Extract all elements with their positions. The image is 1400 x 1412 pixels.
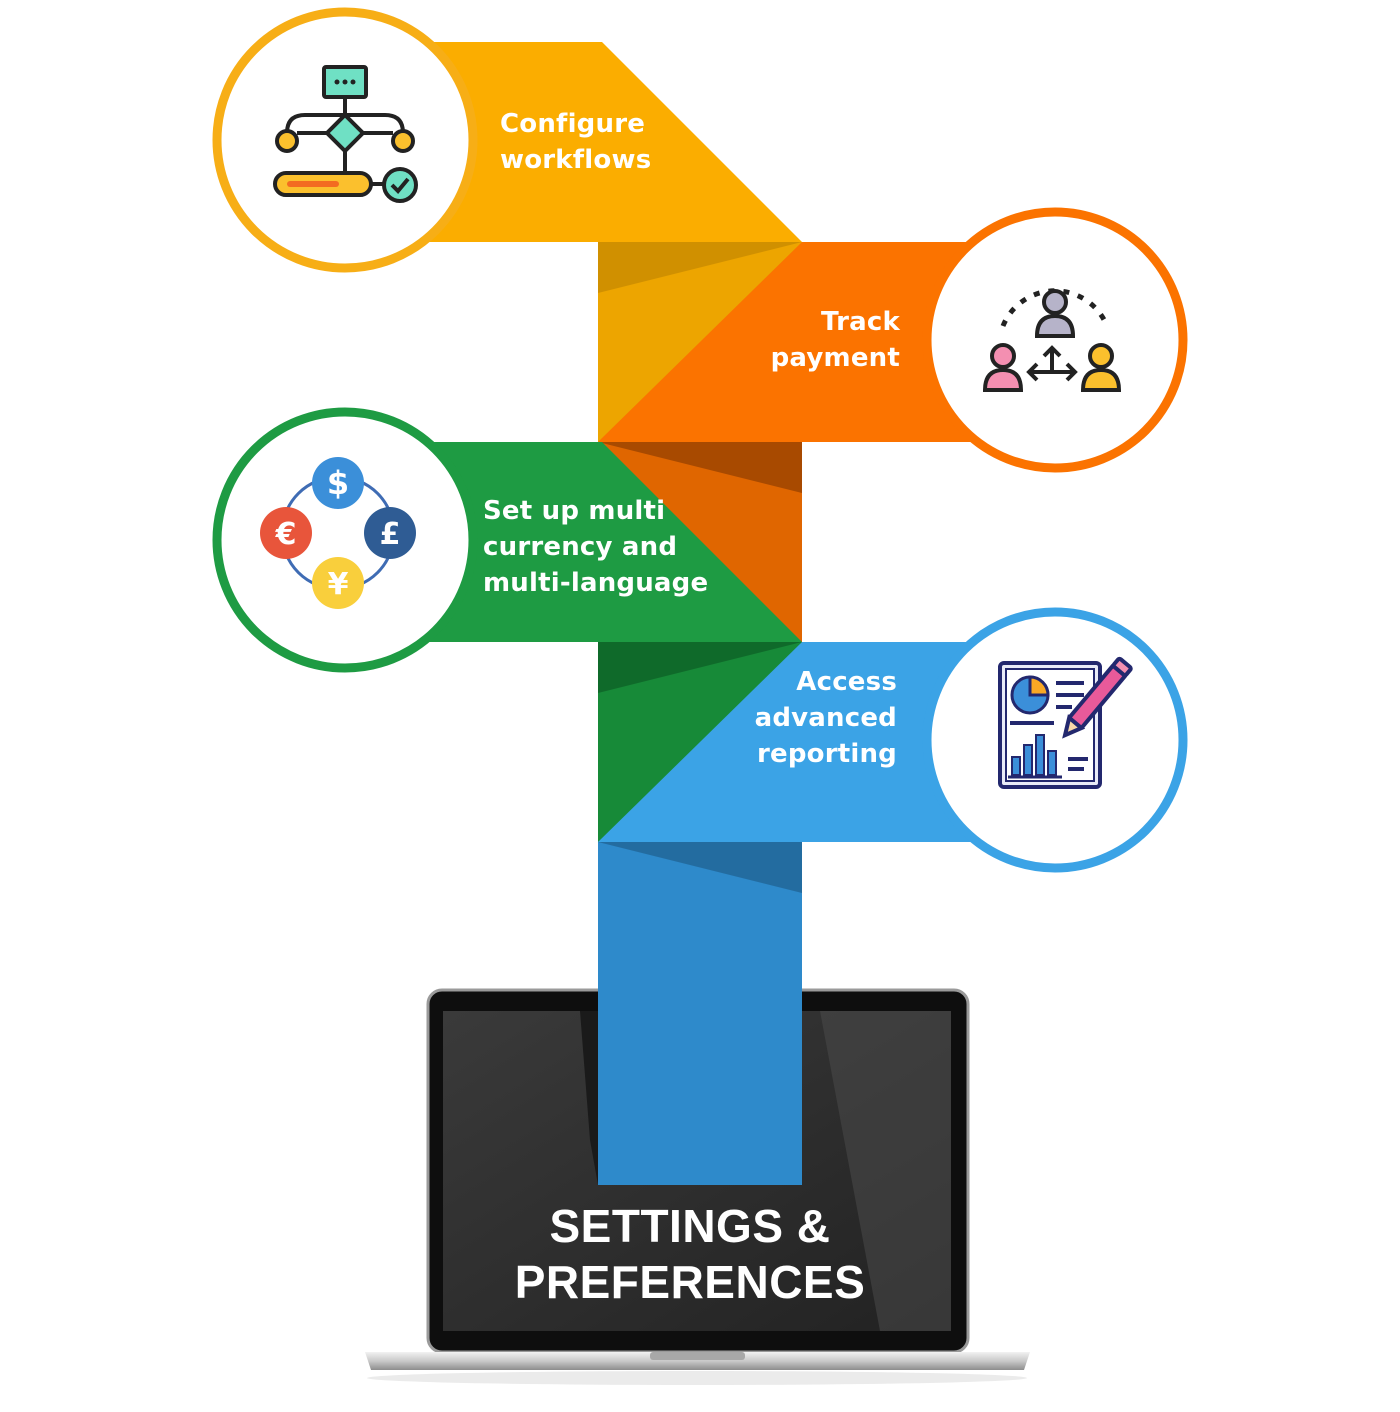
screen-inner-shade	[580, 1011, 600, 1185]
svg-text:€: €	[275, 517, 297, 552]
step-label-line: Configure	[500, 109, 646, 139]
step-label-line: multi-language	[483, 568, 709, 598]
step-label-line: Set up multi	[483, 496, 666, 526]
pillar-segment-blue	[598, 842, 802, 1185]
laptop-title-line: PREFERENCES	[514, 1256, 866, 1308]
laptop-screen-title: SETTINGS & PREFERENCES	[440, 1198, 940, 1310]
currency-exchange-icon: $ £ ¥ €	[260, 457, 416, 609]
step-label-line: reporting	[756, 739, 897, 769]
step-label-currency: Set up multi currency and multi-language	[483, 493, 708, 601]
step-label-line: Access	[796, 667, 897, 697]
circle-track	[922, 207, 1188, 473]
laptop-title-line: SETTINGS &	[549, 1200, 831, 1252]
step-label-line: workflows	[500, 145, 652, 175]
step-label-line: payment	[770, 343, 900, 373]
step-label-track: Track payment	[771, 304, 900, 376]
svg-text:¥: ¥	[328, 567, 349, 602]
step-label-reporting: Access advanced reporting	[755, 664, 897, 772]
people-transfer-icon	[982, 288, 1122, 392]
step-label-line: Track	[821, 307, 900, 337]
step-label-line: advanced	[754, 703, 897, 733]
laptop-base	[365, 1352, 1030, 1370]
workflow-flowchart-icon	[273, 65, 418, 203]
pillar-fold-green	[598, 642, 802, 693]
pillar-fold-blue	[598, 842, 802, 893]
svg-text:£: £	[380, 517, 401, 552]
laptop-notch	[650, 1352, 745, 1360]
step-label-line: currency and	[483, 532, 678, 562]
laptop-shadow	[367, 1371, 1027, 1385]
svg-text:$: $	[327, 464, 349, 502]
pillar-fold-orange	[598, 442, 802, 493]
report-chart-pencil-icon	[998, 656, 1133, 789]
screen-glare	[820, 1011, 951, 1331]
circle-currency	[212, 407, 478, 673]
step-label-configure: Configure workflows	[500, 106, 651, 178]
